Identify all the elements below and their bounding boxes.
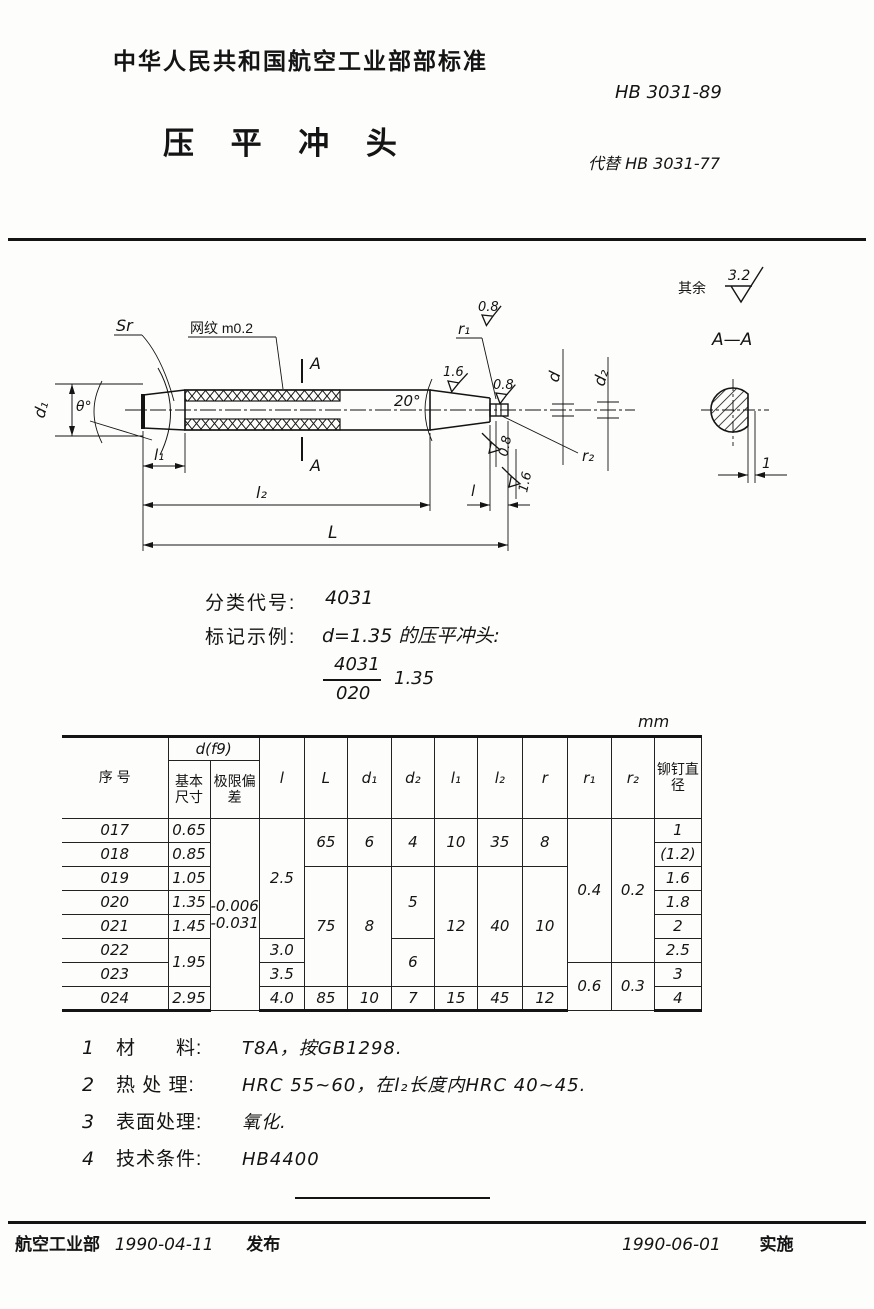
col-header-rivet: 铆钉直径 [653,735,702,819]
theta-label: θ° [76,399,92,415]
marking-example-text: d=1.35 的压平冲头: [322,625,500,647]
footer-divider [8,1221,866,1224]
l1-dim-label: l₁ [154,446,164,464]
col-header-L: L [303,735,348,819]
footer-short-line [295,1197,490,1199]
roughness-16-below: 1.6 [516,470,535,493]
footer-issue-label: 发布 [246,1235,281,1254]
header-divider [8,238,866,241]
col-header-basic: 基本尺寸 [167,760,211,819]
general-roughness-prefix: 其余 [678,280,706,296]
replaces-note: 代替 HB 3031-77 [588,154,721,173]
technical-drawing: A A Sr 网纹 m0.2 θ° 20° r₁ 0.8 1.6 0.8 0.8… [30,266,787,551]
col-header-l2: l₂ [476,735,523,819]
table-row: 019 1.05 75 8 5 12 40 10 1.6 [62,866,702,987]
col-header-r1: r₁ [566,735,612,819]
classification-code-label: 分类代号: [205,593,297,614]
col-header-seq: 序 号 [62,735,169,819]
marking-example-label: 标记示例: [205,627,297,648]
d-label: d [544,368,565,384]
sphere-radius-label: Sr [116,316,134,335]
punch-tip [489,403,509,417]
marking-fraction-bar [323,679,381,681]
table-row: 022 1.95 3.0 6 2.5 [62,938,702,987]
marking-size-value: 1.35 [394,668,435,689]
col-header-d1: d₁ [346,735,392,819]
r2-label: r₂ [582,447,594,465]
footer-impl-label: 实施 [759,1235,794,1254]
table-row: 018 0.85 (1.2) [62,842,702,867]
col-header-r: r [521,735,568,819]
col-header-deviation: 极限偏差 [209,760,260,819]
punch-head-taper [142,389,186,431]
table-row: 024 2.95 4.0 85 10 7 15 45 12 4 [62,986,702,1012]
classification-code-value: 4031 [325,587,374,609]
section-letter-bottom: A [309,456,321,475]
r1-label: r₁ [458,320,470,338]
col-header-l1: l₁ [433,735,478,819]
standard-org-title: 中华人民共和国航空工业部部标准 [113,48,488,74]
col-header-r2: r₂ [610,735,655,819]
L-dim-label: L [328,523,337,543]
footer-issue-date: 1990-04-11 [114,1235,214,1255]
table-row: 020 1.35 1.8 [62,890,702,915]
roughness-08-tip: 0.8 [493,378,514,393]
knurl-label: 网纹 m0.2 [190,320,253,336]
l2-dim-label: l₂ [256,483,267,502]
d1-label: d₁ [30,399,52,420]
roughness-08-top: 0.8 [478,300,499,315]
col-header-d2: d₂ [390,735,435,819]
sr-leader [141,334,175,402]
footer-impl-date: 1990-06-01 [622,1235,721,1255]
general-roughness-icon [725,266,764,304]
flat-width-dim: 1 [762,456,771,472]
theta-angle-arc [93,380,103,444]
marking-fraction-numerator: 4031 [334,654,380,675]
knurl-band-top [184,389,341,402]
table-unit: mm [638,712,670,731]
tip-groove [495,404,502,416]
d2-label: d₂ [590,367,613,388]
footer-issuer: 航空工业部 [15,1235,100,1254]
col-header-d-group: d(f9) [167,735,260,761]
note-technical-conditions: 4 技术条件: HB4400 [82,1148,320,1170]
marking-fraction-denominator: 020 [336,683,371,704]
roughness-16-cone: 1.6 [443,365,464,380]
roughness-08-below: 0.8 [496,434,515,457]
knurl-leader [275,336,284,390]
footer-implementation: 1990-06-01 实施 [622,1230,794,1255]
theta-leader [89,420,153,441]
note-material: 1 材 料: T8A，按GB1298. [82,1037,403,1059]
section-view-title: A—A [711,330,752,350]
r1-leader [481,337,497,400]
sphere-radius-arc [157,367,171,456]
note-heat-treatment: 2 热 处 理: HRC 55~60，在l₂长度内HRC 40~45. [82,1074,587,1096]
knurl-band-bottom [184,418,341,431]
cone-angle-label: 20° [394,392,421,410]
deviation-cell: -0.006-0.031 [209,818,260,1011]
dimension-table: 序 号 d(f9) l L d₁ d₂ l₁ l₂ r r₁ r₂ 铆钉直径 基… [62,735,702,1012]
table-row: 017 0.65 -0.006-0.031 2.5 65 6 4 10 35 8… [62,818,702,1011]
l-dim-label: l [471,482,476,500]
general-roughness-value: 3.2 [728,268,750,284]
section-letter-top: A [309,354,321,373]
standard-code: HB 3031-89 [615,82,722,103]
r2-leader [501,415,579,454]
page-title: 压 平 冲 头 [163,126,411,161]
extension-lines [142,421,509,551]
seq-cell: 017 [62,818,169,843]
note-surface-treatment: 3 表面处理: 氧化. [82,1111,287,1133]
footer-issue: 航空工业部 1990-04-11 发布 [15,1230,280,1255]
col-header-l: l [258,735,305,819]
